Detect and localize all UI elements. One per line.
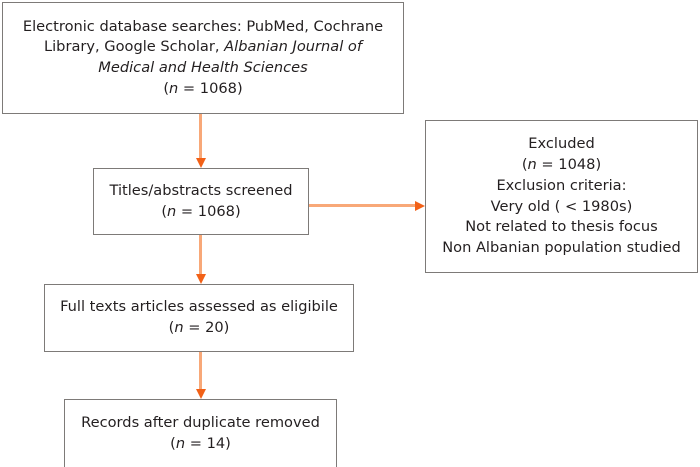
- node-database-searches-line-2: Library, Google Scholar, Albanian Journa…: [44, 37, 362, 58]
- node-excluded-criterion-1: Very old ( < 1980s): [490, 197, 633, 215]
- node-titles-abstracts-screened-label: Titles/abstracts screened: [109, 181, 293, 199]
- node-database-searches-journal-name-part-2: Medical and Health Sciences: [98, 59, 308, 76]
- node-excluded-criterion-2: Not related to thesis focus: [465, 218, 658, 236]
- node-database-searches-count: (n = 1068): [163, 79, 242, 100]
- count-value: = 14): [185, 435, 231, 452]
- count-n-symbol: n: [169, 79, 179, 97]
- node-excluded-title: Excluded: [528, 135, 595, 153]
- node-excluded-criterion-3: Non Albanian population studied: [442, 238, 681, 256]
- count-open-paren: (: [161, 202, 168, 220]
- count-n-symbol: n: [167, 202, 177, 220]
- count-open-paren: (: [168, 319, 175, 336]
- arrow-right-icon-screened-to-excluded: [309, 204, 416, 207]
- node-excluded-count: (n = 1048): [522, 155, 601, 176]
- node-full-texts-assessed: Full texts articles assessed as eligibil…: [44, 284, 354, 352]
- count-n-symbol: n: [527, 156, 537, 174]
- node-database-searches-line-1: Electronic database searches: PubMed, Co…: [22, 17, 384, 35]
- node-database-searches-journal-name-part-1: Albanian Journal of: [224, 38, 362, 56]
- node-excluded: Excluded (n = 1048) Exclusion criteria: …: [425, 120, 698, 273]
- count-open-paren: (: [163, 79, 170, 97]
- node-database-searches: Electronic database searches: PubMed, Co…: [2, 2, 404, 114]
- count-n-symbol: n: [174, 319, 184, 336]
- node-records-after-duplicates-removed-label: Records after duplicate removed: [81, 414, 320, 432]
- node-full-texts-assessed-label: Full texts articles assessed as eligibil…: [60, 298, 338, 316]
- node-full-texts-assessed-count: (n = 20): [169, 318, 230, 339]
- node-database-searches-line-2-plain: Library, Google Scholar,: [44, 38, 225, 56]
- node-titles-abstracts-screened-count: (n = 1068): [161, 202, 240, 223]
- arrow-down-icon-sources-to-screened: [199, 114, 202, 159]
- node-database-searches-line-3: Medical and Health Sciences: [98, 58, 307, 79]
- node-excluded-criteria-heading: Exclusion criteria:: [496, 176, 627, 194]
- count-value: = 1048): [536, 156, 602, 174]
- count-value: = 1068): [178, 79, 243, 97]
- node-records-after-duplicates-removed: Records after duplicate removed (n = 14): [64, 399, 337, 467]
- arrow-down-icon-fulltext-to-records: [199, 352, 202, 390]
- arrow-down-icon-screened-to-fulltext: [199, 235, 202, 275]
- node-records-after-duplicates-removed-count: (n = 14): [170, 434, 231, 455]
- count-value: = 1068): [176, 202, 241, 220]
- count-open-paren: (: [170, 435, 176, 452]
- count-value: = 20): [183, 319, 230, 336]
- count-open-paren: (: [521, 156, 528, 174]
- node-titles-abstracts-screened: Titles/abstracts screened (n = 1068): [93, 168, 309, 235]
- count-n-symbol: n: [175, 435, 186, 452]
